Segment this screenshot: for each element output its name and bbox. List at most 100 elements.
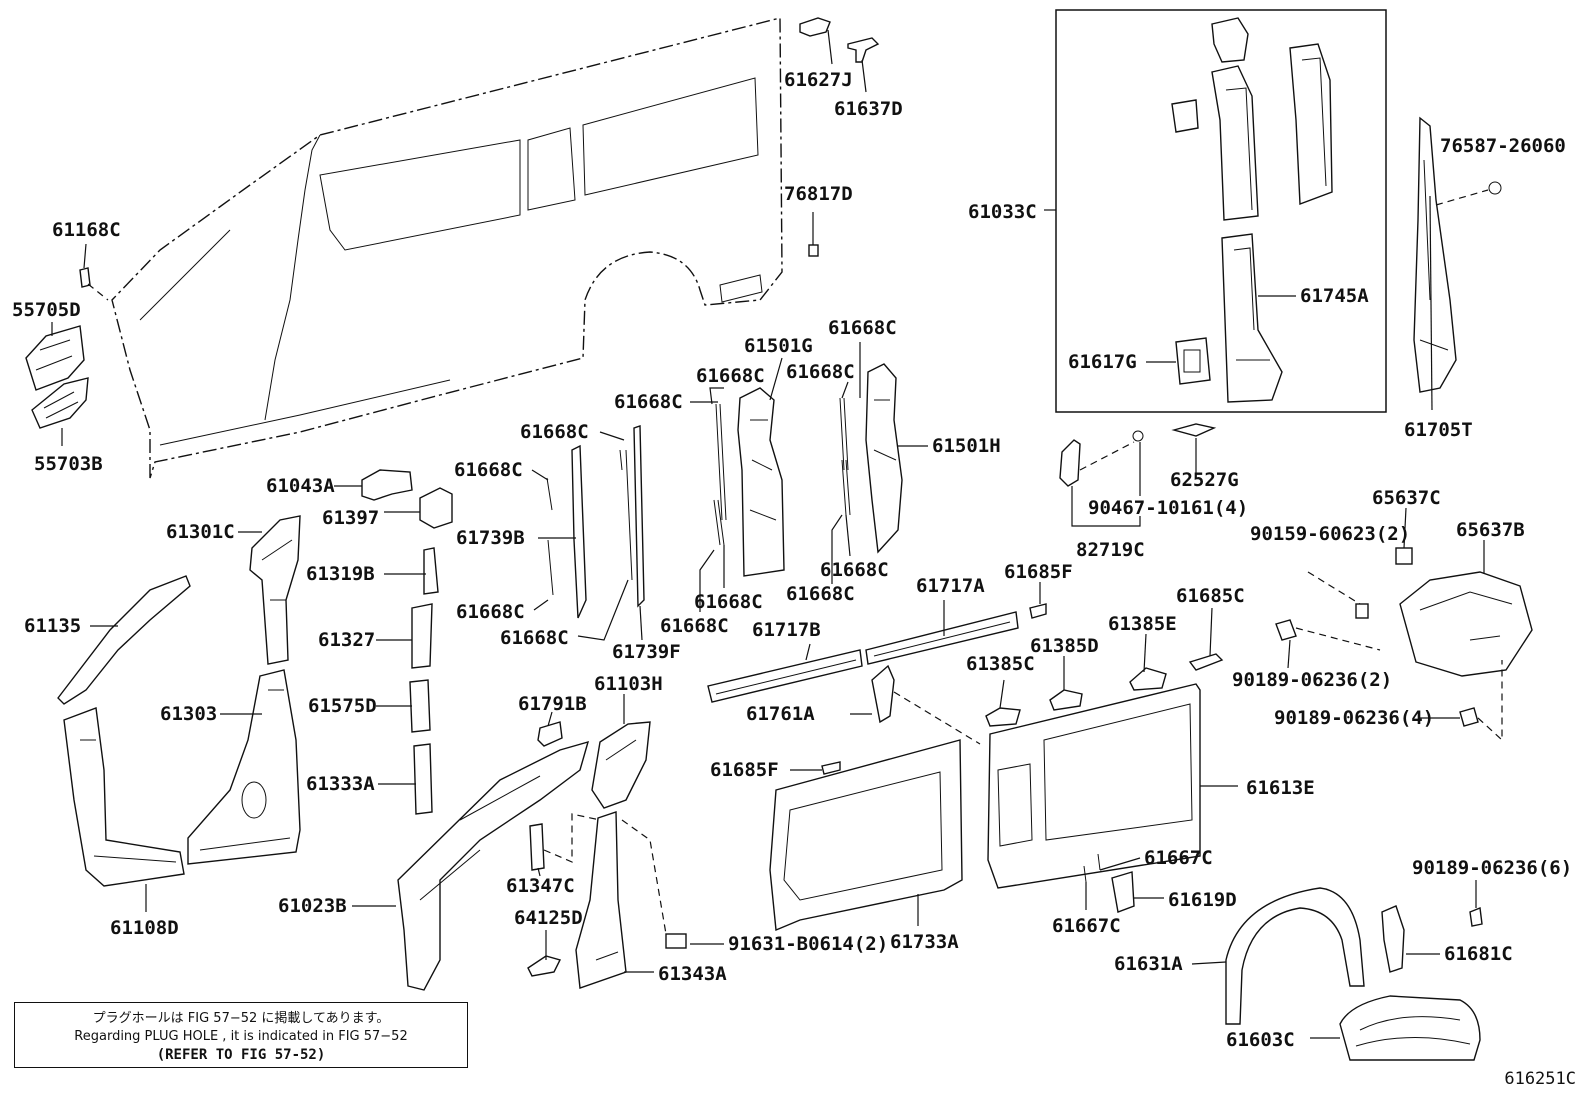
label-90159-60623[interactable]: 90159-60623(2): [1250, 523, 1410, 545]
part-61627J[interactable]: [799, 17, 831, 37]
part-61717A[interactable]: [865, 611, 1019, 665]
part-61637D[interactable]: [847, 37, 880, 63]
part-61385C[interactable]: [985, 707, 1021, 727]
strips-61668C[interactable]: [546, 397, 851, 596]
label-61745A[interactable]: 61745A: [1300, 285, 1369, 307]
part-61739F[interactable]: [633, 425, 645, 608]
part-61733A[interactable]: [769, 739, 963, 932]
part-61603C[interactable]: [1339, 995, 1481, 1061]
label-76587-26060[interactable]: 76587-26060: [1440, 135, 1566, 157]
label-61668C-top[interactable]: 61668C: [828, 317, 897, 339]
part-61385D[interactable]: [1049, 689, 1083, 711]
label-61385E[interactable]: 61385E: [1108, 613, 1177, 635]
part-82719C[interactable]: [1059, 439, 1135, 487]
part-61023B[interactable]: [397, 740, 590, 991]
label-61319B[interactable]: 61319B: [306, 563, 375, 585]
part-90467-10161[interactable]: [1132, 430, 1144, 442]
label-61333A[interactable]: 61333A: [306, 773, 375, 795]
label-61501G[interactable]: 61501G: [744, 335, 813, 357]
part-61685C[interactable]: [1188, 653, 1224, 671]
label-55703B[interactable]: 55703B: [34, 453, 103, 475]
label-61761A[interactable]: 61761A: [746, 703, 815, 725]
label-61733A[interactable]: 61733A: [890, 931, 959, 953]
part-61108D[interactable]: [63, 707, 185, 887]
label-61668C-9[interactable]: 61668C: [660, 615, 729, 637]
label-61685F-b[interactable]: 61685F: [1004, 561, 1073, 583]
bolt-91631-B0614[interactable]: [621, 819, 687, 949]
label-61023B[interactable]: 61023B: [278, 895, 347, 917]
part-55705D[interactable]: [25, 325, 85, 391]
label-61303[interactable]: 61303: [160, 703, 217, 725]
label-61103H[interactable]: 61103H: [594, 673, 663, 695]
part-61303[interactable]: [187, 669, 301, 865]
label-61385D[interactable]: 61385D: [1030, 635, 1099, 657]
label-90467-10161[interactable]: 90467-10161(4): [1088, 497, 1248, 519]
label-61637D[interactable]: 61637D: [834, 98, 903, 120]
part-90189-06236-4[interactable]: [1459, 660, 1503, 742]
part-55703B[interactable]: [31, 377, 89, 429]
label-61668C-2[interactable]: 61668C: [696, 365, 765, 387]
label-61668C-8[interactable]: 61668C: [500, 627, 569, 649]
label-61685C[interactable]: 61685C: [1176, 585, 1245, 607]
part-61327[interactable]: [411, 603, 433, 669]
label-61717A[interactable]: 61717A: [916, 575, 985, 597]
part-62527G[interactable]: [1171, 423, 1217, 437]
label-61343A[interactable]: 61343A: [658, 963, 727, 985]
label-61347C[interactable]: 61347C: [506, 875, 575, 897]
label-90189-06236-2[interactable]: 90189-06236(2): [1232, 669, 1392, 691]
label-61168C[interactable]: 61168C: [52, 219, 121, 241]
part-65637B[interactable]: [1399, 571, 1533, 677]
part-61333A[interactable]: [413, 743, 433, 815]
part-61501G[interactable]: [737, 387, 785, 577]
label-61033C[interactable]: 61033C: [968, 201, 1037, 223]
part-76587-26060[interactable]: [1435, 181, 1502, 206]
part-65637C[interactable]: [1395, 547, 1413, 565]
label-61135[interactable]: 61135: [24, 615, 81, 637]
label-61668C-4[interactable]: 61668C: [614, 391, 683, 413]
label-61667C-a[interactable]: 61667C: [1144, 847, 1213, 869]
label-61108D[interactable]: 61108D: [110, 917, 179, 939]
part-61385E[interactable]: [1129, 667, 1167, 691]
label-61619D[interactable]: 61619D: [1168, 889, 1237, 911]
part-61575D[interactable]: [409, 679, 431, 733]
label-61385C[interactable]: 61385C: [966, 653, 1035, 675]
part-61168C[interactable]: [79, 267, 109, 301]
part-61613E[interactable]: [987, 683, 1201, 889]
clip-61685F-a[interactable]: [821, 761, 841, 775]
label-61667C-b[interactable]: 61667C: [1052, 915, 1121, 937]
label-61668C-10[interactable]: 61668C: [694, 591, 763, 613]
part-61631A[interactable]: [1225, 887, 1365, 1025]
label-82719C[interactable]: 82719C: [1076, 539, 1145, 561]
part-90189-06236-6[interactable]: [1469, 907, 1483, 927]
label-65637C[interactable]: 65637C: [1372, 487, 1441, 509]
label-61717B[interactable]: 61717B: [752, 619, 821, 641]
part-76817D[interactable]: [808, 244, 819, 257]
label-61668C-12[interactable]: 61668C: [820, 559, 889, 581]
label-61739B[interactable]: 61739B: [456, 527, 525, 549]
part-61135[interactable]: [57, 575, 191, 705]
label-62527G[interactable]: 62527G: [1170, 469, 1239, 491]
label-61791B[interactable]: 61791B: [518, 693, 587, 715]
part-61705T[interactable]: [1413, 116, 1457, 393]
label-61685F-a[interactable]: 61685F: [710, 759, 779, 781]
part-61347C[interactable]: [529, 813, 601, 871]
side-outer-panel[interactable]: [111, 17, 783, 479]
part-61739B[interactable]: [571, 444, 587, 619]
label-61327[interactable]: 61327: [318, 629, 375, 651]
label-61668C-3[interactable]: 61668C: [786, 361, 855, 383]
part-64125D[interactable]: [527, 955, 562, 977]
label-61668C-11[interactable]: 61668C: [786, 583, 855, 605]
label-61668C-5[interactable]: 61668C: [520, 421, 589, 443]
label-61043A[interactable]: 61043A: [266, 475, 335, 497]
part-61043A[interactable]: [361, 469, 413, 501]
label-61631A[interactable]: 61631A: [1114, 953, 1183, 975]
label-91631-B0614[interactable]: 91631-B0614(2): [728, 933, 888, 955]
label-61397[interactable]: 61397: [322, 507, 379, 529]
part-61319B[interactable]: [423, 547, 439, 595]
label-61668C-7[interactable]: 61668C: [456, 601, 525, 623]
part-61619D[interactable]: [1111, 871, 1135, 913]
label-55705D[interactable]: 55705D: [12, 299, 81, 321]
part-90189-06236-2[interactable]: [1275, 619, 1381, 651]
label-61603C[interactable]: 61603C: [1226, 1029, 1295, 1051]
label-65637B[interactable]: 65637B: [1456, 519, 1525, 541]
